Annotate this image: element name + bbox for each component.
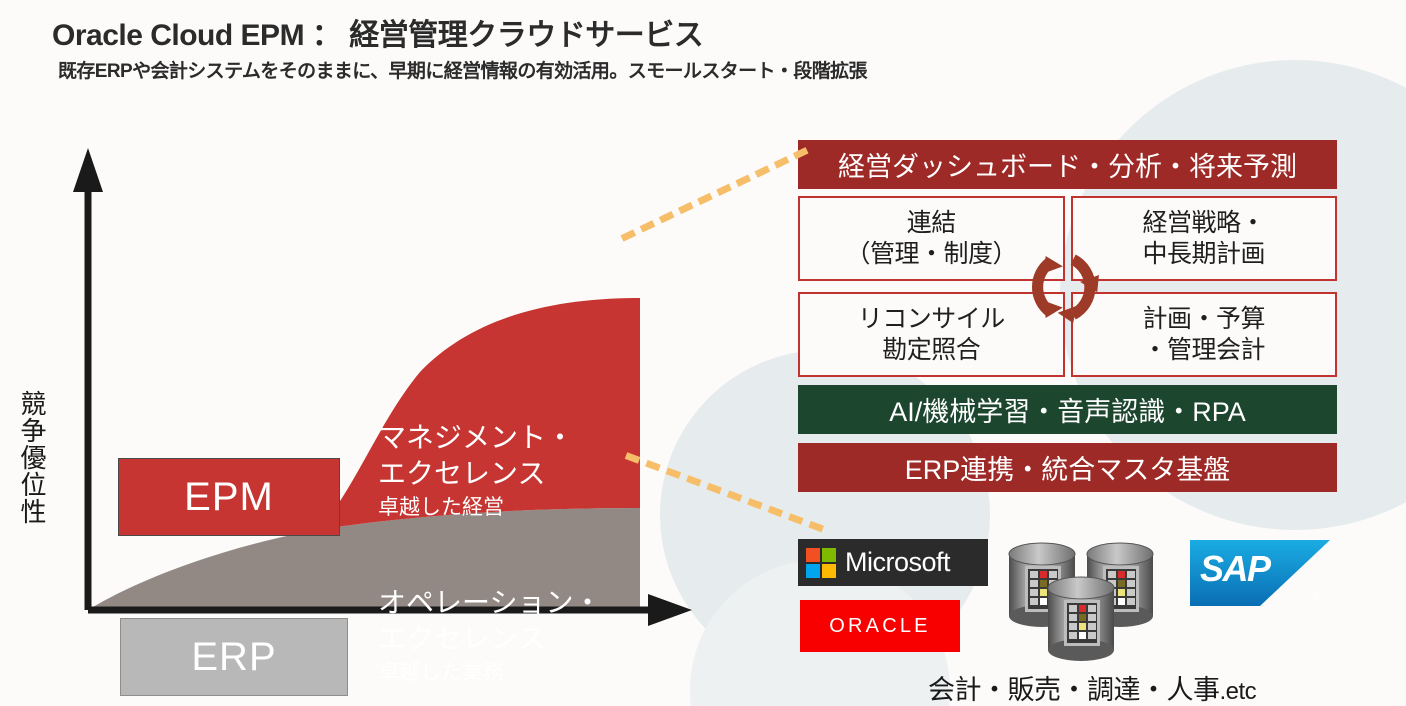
quadrant-line2: 中長期計画 [1142,239,1265,268]
epm-box-label: EPM [184,474,274,519]
quadrant-cell-planning[interactable]: 計画・予算 ・管理会計 [1070,292,1337,377]
operation-label-line2: エクセレンス [378,622,546,654]
page-subtitle: 既存ERPや会計システムをそのままに、早期に経営情報の有効活用。スモールスタート… [58,61,868,82]
oracle-logo: ORACLE [800,600,960,652]
y-axis-arrowhead [73,148,103,192]
operation-label-sub: 卓越した業務 [378,660,504,684]
quadrant-line2: （管理・制度） [845,239,1017,268]
area-management [320,298,640,528]
erp-box: ERP [120,618,348,696]
competitive-advantage-chart: 競争優位性 時間 EPM ERP マネジメント・ エクセレンス 卓越した経営 オ… [0,120,740,696]
caption-etc: .etc [1219,678,1257,705]
caption-text: 会計・販売・調達・人事 [928,675,1220,705]
quadrant-line2: 勘定照合 [882,335,981,364]
area-operations [88,508,640,610]
microsoft-squares-icon [806,547,836,578]
management-label-line1: マネジメント・ [378,422,575,453]
erp-integration-bar[interactable]: ERP連携・統合マスタ基盤 [798,443,1337,492]
sap-shape-icon [1190,540,1330,606]
quadrant-line1: 連結 [906,209,957,237]
quadrant-line1: 経営戦略・ [1142,209,1265,237]
management-label-line2: エクセレンス [378,457,546,489]
epm-capability-stack: 経営ダッシュボード・分析・将来予測 連結 （管理・制度） 経営戦略・ 中長期計画… [798,140,1337,492]
database-stack-icon [1008,542,1154,661]
page-title: Oracle Cloud EPM ： 経営管理クラウドサービス [52,19,704,52]
quadrant-line1: リコンサイル [857,305,1006,333]
operation-label-line1: オペレーション・ [378,587,602,618]
management-label-sub: 卓越した経営 [378,495,504,519]
erp-bar-label: ERP連携・統合マスタ基盤 [904,455,1231,485]
oracle-logo-text: ORACLE [829,614,931,637]
dashboard-bar[interactable]: 経営ダッシュボード・分析・将来予測 [798,140,1337,189]
microsoft-logo: Microsoft [798,539,988,586]
capability-quadrant-grid: 連結 （管理・制度） 経営戦略・ 中長期計画 リコンサイル 勘定照合 計画・予算… [798,196,1337,377]
ai-bar-label: AI/機械学習・音声認識・RPA [889,397,1246,427]
sap-registered-mark: ® [1313,592,1320,602]
x-axis-arrowhead [648,594,692,626]
source-systems-logos: Microsoft ORACLE SAP ® [798,536,1343,706]
quadrant-cell-reconciliation[interactable]: リコンサイル 勘定照合 [798,292,1065,377]
sap-logo: SAP ® [1190,540,1330,606]
quadrant-cell-strategy[interactable]: 経営戦略・ 中長期計画 [1070,196,1337,281]
sap-logo-text: SAP [1200,548,1271,589]
quadrant-line2: ・管理会計 [1142,335,1265,364]
source-systems-caption: 会計・販売・調達・人事.etc [928,668,1257,706]
quadrant-line1: 計画・予算 [1142,305,1265,333]
ai-bar[interactable]: AI/機械学習・音声認識・RPA [798,385,1337,434]
chart-svg [73,148,692,626]
microsoft-logo-text: Microsoft [845,547,951,577]
erp-box-label: ERP [191,634,277,679]
quadrant-cell-consolidation[interactable]: 連結 （管理・制度） [798,196,1065,281]
dashboard-bar-label: 経営ダッシュボード・分析・将来予測 [838,152,1297,182]
operation-excellence-label: オペレーション・ エクセレンス 卓越した業務 [378,585,601,688]
management-excellence-label: マネジメント・ エクセレンス 卓越した経営 [378,420,574,523]
epm-box: EPM [118,458,340,536]
y-axis-label: 競争優位性 [17,390,47,525]
